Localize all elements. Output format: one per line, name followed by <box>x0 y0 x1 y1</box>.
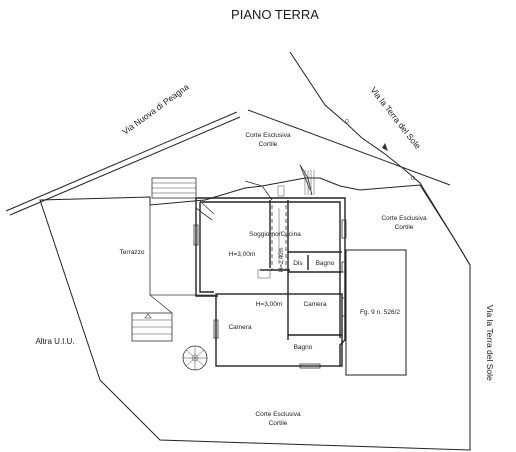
terrazzo-stair <box>131 312 173 342</box>
corte-bottom-line1: Corte Esclusiva <box>255 411 301 418</box>
stair-section <box>271 205 287 270</box>
camera-left-height: H=3,00m <box>256 301 283 308</box>
corte-top-line1: Corte Esclusiva <box>245 132 291 139</box>
spiral-stair <box>182 345 208 371</box>
plan-title: PIANO TERRA <box>231 7 319 22</box>
road-label-via-terra-right: Via la Terra del Sole <box>485 305 495 381</box>
dis-label: Dis <box>293 260 303 267</box>
terrazzo-label: Terrazzo <box>120 249 145 256</box>
road-label-via-nuova: Via Nuova di Peagna <box>120 82 191 137</box>
bagno-lower-label: Bagno <box>294 344 313 351</box>
stair-height: H=2,40m <box>279 247 285 272</box>
soggiorno-label: Soggiorno/Cucina <box>249 231 301 238</box>
bagno-upper-label: Bagno <box>316 260 335 267</box>
camera-left-label: Camera <box>228 324 252 331</box>
external-stair-top <box>151 177 197 199</box>
corte-right-line1: Corte Esclusiva <box>381 215 427 222</box>
altra-uiu-label: Altra U.I.U. <box>35 337 74 346</box>
corte-bottom-line2: Cortile <box>269 420 288 427</box>
building-walls <box>193 197 347 369</box>
parcel-annex <box>345 249 407 376</box>
road-label-via-terra-upper: Via la Terra del Sole <box>368 85 423 151</box>
soggiorno-height: H=3,00m <box>229 251 256 258</box>
parcel-label: Fg. 9 n. 526/2 <box>360 309 400 316</box>
corte-right-line2: Cortile <box>395 224 414 231</box>
corte-top-line2: Cortile <box>259 141 278 148</box>
camera-right-label: Camera <box>303 301 327 308</box>
